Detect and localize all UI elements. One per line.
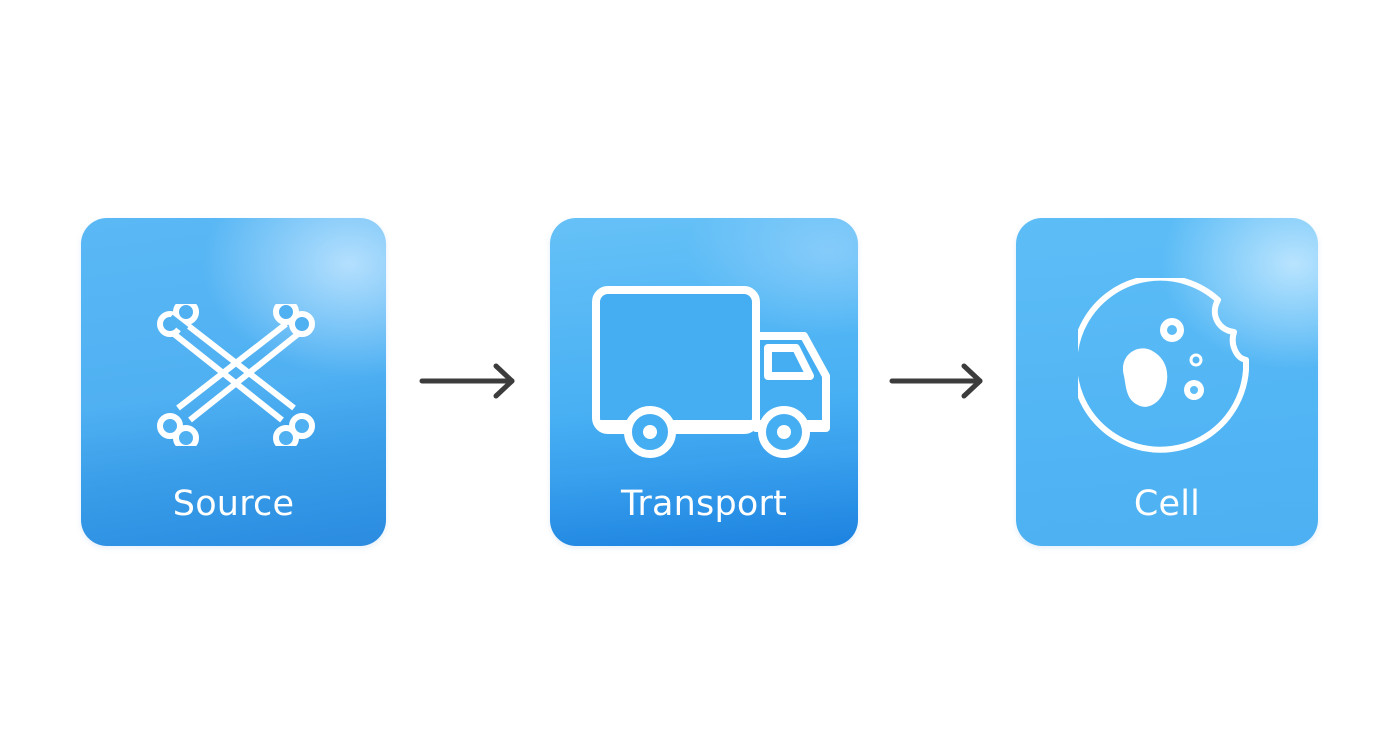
cell-label: Cell	[1133, 484, 1201, 524]
source-label: Source	[172, 484, 295, 524]
arrow-right-icon	[419, 363, 515, 399]
arrow-right-icon	[889, 363, 983, 399]
cell-icon	[1078, 278, 1249, 453]
transport-card: Transport	[550, 218, 858, 546]
truck-icon	[592, 286, 830, 458]
crossed-bones-icon	[157, 304, 315, 446]
transport-label: Transport	[620, 484, 788, 524]
cell-card: Cell	[1016, 218, 1318, 546]
source-card: Source	[81, 218, 386, 546]
